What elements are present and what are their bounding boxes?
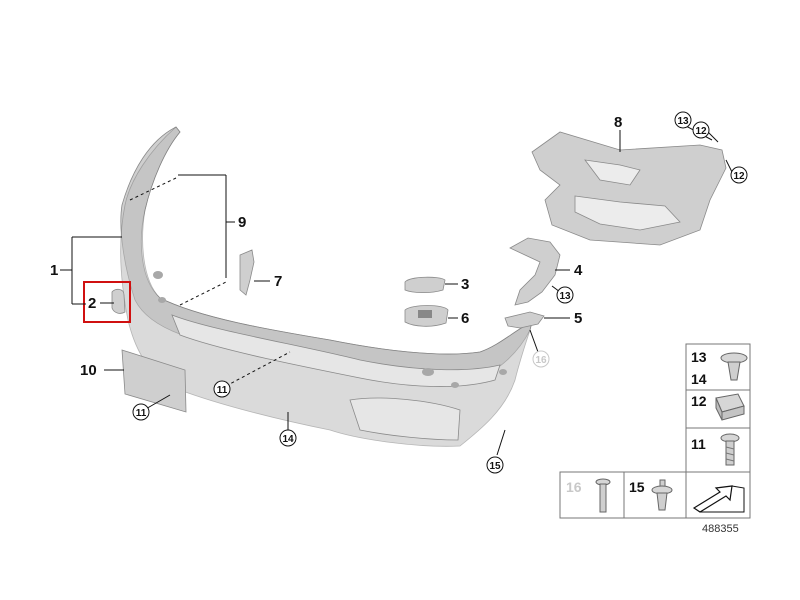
circled-label-13-lower: 13 xyxy=(556,286,574,304)
side-bracket xyxy=(504,311,545,329)
expanding-rivet-icon xyxy=(651,479,673,511)
circled-label-13-top: 13 xyxy=(674,111,692,129)
circled-label-16: 16 xyxy=(532,350,550,368)
screw-icon xyxy=(720,433,740,466)
label-9: 9 xyxy=(238,214,246,231)
table-label-12: 12 xyxy=(691,393,707,409)
push-rivet-icon xyxy=(720,352,748,381)
label-2: 2 xyxy=(88,295,96,312)
table-label-14: 14 xyxy=(691,371,707,387)
table-label-11: 11 xyxy=(691,436,706,452)
vertical-bracket xyxy=(239,249,255,296)
label-3: 3 xyxy=(461,276,469,293)
circled-label-14: 14 xyxy=(279,429,297,447)
label-8: 8 xyxy=(614,114,622,131)
small-cover-piece xyxy=(111,288,126,314)
circled-label-12-top: 12 xyxy=(692,121,710,139)
leader-lines xyxy=(60,125,733,456)
table-label-15: 15 xyxy=(629,479,645,495)
svg-text:12: 12 xyxy=(695,126,707,137)
svg-text:15: 15 xyxy=(489,461,501,472)
tow-hook-cap xyxy=(404,276,446,294)
svg-text:11: 11 xyxy=(217,385,228,396)
svg-text:13: 13 xyxy=(559,291,571,302)
reference-number: 488355 xyxy=(702,523,739,535)
table-label-16: 16 xyxy=(566,479,582,495)
bolt-icon xyxy=(595,478,611,513)
svg-text:14: 14 xyxy=(282,434,294,445)
clip-nut-icon xyxy=(715,393,745,421)
label-6: 6 xyxy=(461,310,469,327)
direction-arrow-icon xyxy=(692,485,745,513)
label-5: 5 xyxy=(574,310,582,327)
table-label-13: 13 xyxy=(691,349,707,365)
circled-label-15: 15 xyxy=(486,456,504,474)
air-duct xyxy=(509,237,561,306)
svg-text:13: 13 xyxy=(677,116,689,127)
label-7: 7 xyxy=(274,273,282,290)
svg-text:11: 11 xyxy=(136,408,147,419)
fastener-table: 13 14 12 11 16 15 xyxy=(559,343,751,519)
label-1: 1 xyxy=(50,262,58,279)
svg-text:12: 12 xyxy=(733,171,745,182)
license-plate-base xyxy=(121,349,187,413)
circled-label-11-center: 11 xyxy=(213,380,231,398)
svg-text:16: 16 xyxy=(535,355,547,366)
circled-label-12-right: 12 xyxy=(730,166,748,184)
bumper-cover xyxy=(120,126,533,447)
circled-label-11-left: 11 xyxy=(132,403,150,421)
cover-with-clip xyxy=(404,305,449,327)
highlight-box xyxy=(83,281,131,323)
label-4: 4 xyxy=(574,262,583,279)
carrier-bracket xyxy=(531,131,727,246)
label-10: 10 xyxy=(80,362,97,379)
